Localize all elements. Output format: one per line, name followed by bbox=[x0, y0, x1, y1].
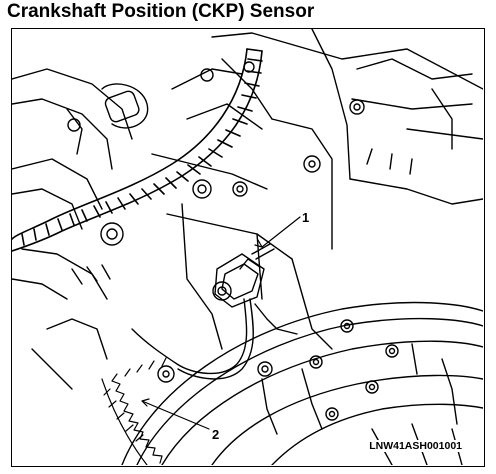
page-title: Crankshaft Position (CKP) Sensor bbox=[7, 1, 315, 22]
mounting-bolts bbox=[157, 319, 399, 421]
left-hoses bbox=[12, 68, 149, 390]
ckp-sensor bbox=[131, 243, 298, 380]
engine-illustration: 1 2 bbox=[12, 29, 483, 465]
ring-gear-teeth bbox=[101, 357, 167, 465]
callout-1: 1 bbox=[302, 210, 309, 225]
leader-line-1 bbox=[261, 216, 301, 248]
illustration-frame: 1 2 LNW41ASH001001 bbox=[11, 28, 485, 467]
flywheel bbox=[121, 301, 483, 465]
callout-2: 2 bbox=[212, 427, 219, 442]
figure-code: LNW41ASH001001 bbox=[367, 440, 464, 452]
leader-lines bbox=[141, 216, 301, 430]
leader-line-2 bbox=[141, 400, 210, 430]
wiring-harness bbox=[12, 48, 263, 252]
